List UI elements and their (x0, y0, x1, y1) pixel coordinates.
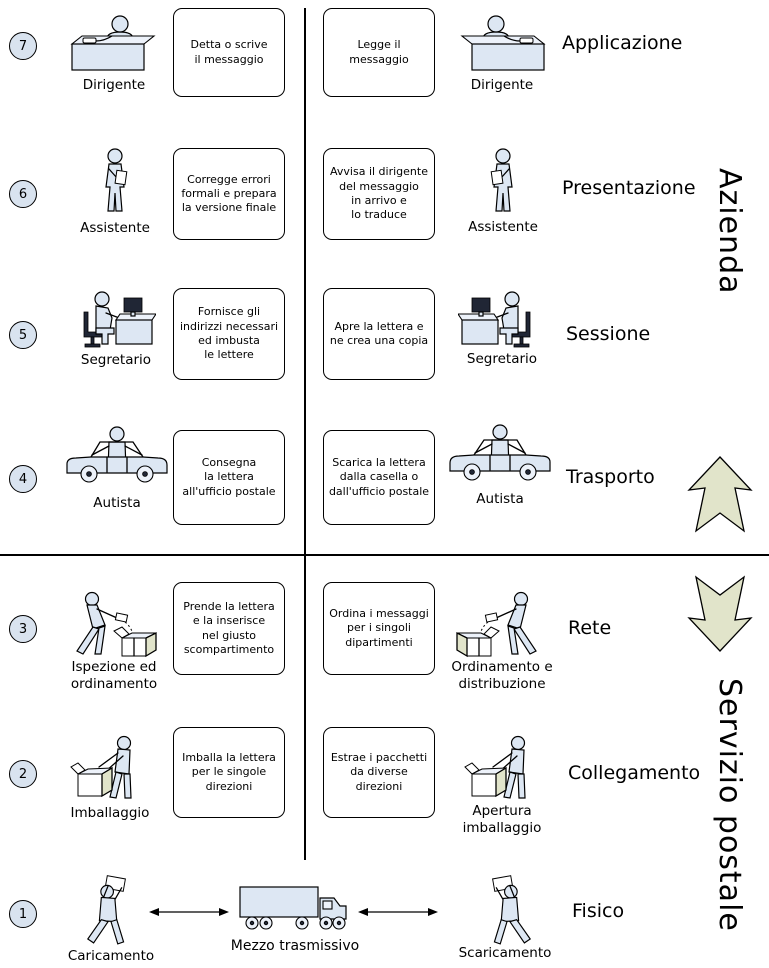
action-box: Corregge errori formali e prepara la ver… (173, 148, 285, 240)
sorting-into-box-icon (455, 590, 547, 660)
action-box: Estrae i pacchetti da diverse direzioni (323, 727, 435, 818)
actor-label: Autista (93, 495, 141, 511)
assistant-standing-icon (484, 147, 522, 215)
manager-at-desk-icon (458, 14, 546, 76)
layer-number-7: 7 (9, 32, 37, 60)
action-box: Consegna la lettera all'ufficio postale (173, 430, 285, 525)
actor-label: Scaricamento (458, 945, 552, 961)
packing-box-icon (68, 734, 152, 802)
action-box: Imballa la lettera per le singole direzi… (173, 727, 285, 818)
driver-with-car-icon (446, 424, 554, 488)
actor-label: Assistente (468, 219, 538, 235)
actor-label: Ordinamento e distribuzione (451, 659, 553, 692)
actor-label: Dirigente (82, 77, 146, 93)
secretary-at-computer-icon (458, 286, 538, 350)
layer-number-6: 6 (9, 180, 37, 208)
postal-section-label: Servizio postale (712, 678, 747, 932)
actor-label: Apertura imballaggio (462, 803, 542, 836)
actor-label: Assistente (80, 220, 150, 236)
sorting-into-box-icon (66, 590, 158, 660)
actor-label: Imballaggio (70, 805, 150, 821)
action-box: Fornisce gli indirizzi necessari ed imbu… (173, 288, 285, 380)
layer-label-applicazione: Applicazione (562, 32, 683, 54)
layer-number-3: 3 (9, 615, 37, 643)
actor-label: Dirigente (470, 77, 534, 93)
layer-label-presentazione: Presentazione (562, 177, 696, 199)
layer-number-2: 2 (9, 760, 37, 788)
company-section-label: Azienda (712, 168, 747, 295)
secretary-at-computer-icon (76, 286, 156, 350)
actor-label: Caricamento (67, 948, 155, 964)
action-box: Scarica la lettera dalla casella o dall'… (323, 430, 435, 525)
layer-number-1: 1 (9, 900, 37, 928)
layer-label-fisico: Fisico (572, 900, 625, 922)
action-box: Avvisa il dirigente del messaggio in arr… (323, 148, 435, 240)
arrow-down-icon (687, 573, 753, 653)
company-postal-divider-line (0, 554, 769, 556)
manager-at-desk-icon (70, 14, 158, 76)
actor-label: Ispezione ed ordinamento (70, 659, 158, 692)
action-box: Apre la lettera e ne crea una copia (323, 288, 435, 380)
double-arrow-icon (147, 905, 231, 919)
layer-label-sessione: Sessione (566, 323, 651, 345)
layer-label-rete: Rete (568, 617, 612, 639)
action-box: Prende la lettera e la inserisce nel giu… (173, 582, 285, 675)
arrow-up-icon (687, 455, 753, 535)
carrier-walking-icon (478, 874, 536, 948)
medium-label: Mezzo trasmissivo (230, 938, 360, 954)
carrier-walking-icon (82, 874, 140, 948)
action-box: Legge il messaggio (323, 8, 435, 97)
assistant-standing-icon (96, 147, 134, 215)
double-arrow-icon (356, 905, 440, 919)
layer-number-4: 4 (9, 465, 37, 493)
actor-label: Autista (476, 491, 524, 507)
layer-number-5: 5 (9, 321, 37, 349)
action-box: Detta o scrive il messaggio (173, 8, 285, 97)
center-divider-line (304, 8, 306, 860)
layer-label-collegamento: Collegamento (568, 762, 701, 784)
driver-with-car-icon (63, 426, 171, 490)
actor-label: Segretario (80, 352, 152, 368)
actor-label: Segretario (466, 351, 538, 367)
action-box: Ordina i messaggi per i singoli dipartim… (323, 582, 435, 675)
packing-box-icon (462, 734, 546, 802)
layer-label-trasporto: Trasporto (566, 466, 655, 488)
truck-icon (238, 883, 352, 935)
